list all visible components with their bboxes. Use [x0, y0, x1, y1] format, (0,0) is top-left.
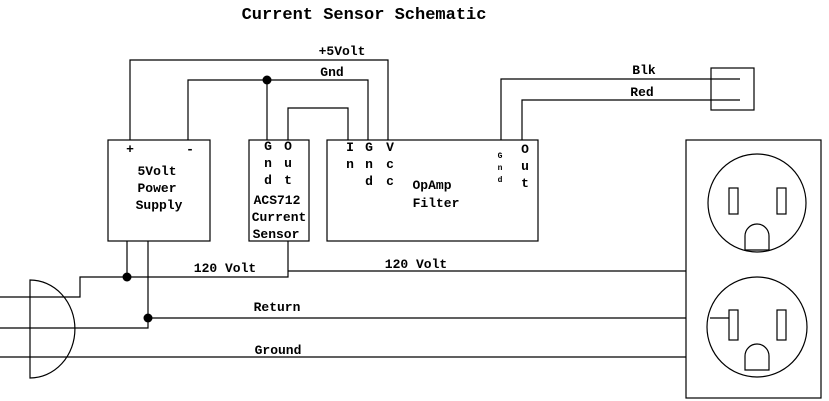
label-120v-right: 120 Volt — [385, 257, 447, 272]
sensor-pin-out-2: u — [284, 156, 292, 171]
label-120v-left: 120 Volt — [194, 261, 256, 276]
opamp-pin-vcc-1: V — [386, 140, 394, 155]
label-return: Return — [254, 300, 301, 315]
label-gnd: Gnd — [320, 65, 343, 80]
diagram-title: Current Sensor Schematic — [242, 6, 487, 25]
junction-gnd — [262, 75, 272, 85]
ps-minus-label: - — [186, 142, 194, 157]
opamp-pin-in-2: n — [346, 157, 354, 172]
sensor-pin-out-3: t — [284, 173, 292, 188]
sensor-line3: Sensor — [253, 227, 300, 242]
junction-120v — [122, 272, 132, 282]
sensor-pin-out-1: O — [284, 139, 292, 154]
ps-line3: Supply — [136, 198, 183, 213]
opamp-pin-out-1: O — [521, 142, 529, 157]
outlet-top-neutral-slot — [728, 187, 739, 215]
opamp-pin-vcc-3: c — [386, 174, 394, 189]
opamp-pin-out-3: t — [521, 176, 529, 191]
opamp-pin-gnd-3: d — [365, 174, 373, 189]
wire-gnd — [187, 79, 369, 140]
outlet-top-hot-slot — [776, 187, 787, 215]
outlet-bottom-neutral-slot — [728, 309, 739, 341]
ps-plus-label: + — [126, 142, 134, 157]
ps-line1: 5Volt — [137, 164, 176, 179]
label-red: Red — [630, 85, 653, 100]
label-plus5: +5Volt — [319, 44, 366, 59]
meter-box — [710, 67, 755, 111]
outlet-bottom-ground-hole — [744, 343, 770, 371]
sensor-line2: Current — [252, 210, 307, 225]
opamp-pin-gnd-small-1: G — [498, 152, 503, 161]
sensor-pin-gnd-3: d — [264, 173, 272, 188]
opamp-line1: OpAmp — [412, 178, 451, 193]
opamp-pin-gnd-1: G — [365, 140, 373, 155]
label-ground: Ground — [255, 343, 302, 358]
wire-red — [521, 99, 740, 140]
outlet-top-receptacle — [707, 153, 807, 253]
plug-icon — [29, 279, 76, 379]
sensor-line1: ACS712 — [254, 193, 301, 208]
junction-return — [143, 313, 153, 323]
meter-leads — [711, 78, 740, 101]
opamp-pin-out-2: u — [521, 159, 529, 174]
ps-line2: Power — [137, 181, 176, 196]
label-blk: Blk — [632, 63, 656, 78]
wire-plus5 — [129, 59, 389, 140]
opamp-pin-gnd-small-2: n — [498, 164, 503, 173]
outlet-top-ground-hole — [744, 223, 770, 251]
opamp-line2: Filter — [413, 196, 460, 211]
sensor-pin-gnd-1: G — [264, 139, 272, 154]
opamp-pin-gnd-2: n — [365, 157, 373, 172]
opamp-pin-vcc-2: c — [386, 157, 394, 172]
outlet-bottom-receptacle — [706, 276, 808, 378]
power-supply-box — [107, 139, 211, 242]
wire-120v-left — [0, 241, 289, 298]
wire-sensor-out-to-opamp-in — [287, 107, 349, 140]
sensor-pin-gnd-2: n — [264, 156, 272, 171]
wire-return — [0, 241, 730, 329]
opamp-pin-in-1: I — [346, 140, 354, 155]
sensor-box — [248, 139, 310, 242]
wire-blk — [500, 78, 740, 140]
outlet-bottom-hot-slot — [776, 309, 787, 341]
opamp-pin-gnd-small-3: d — [498, 176, 503, 185]
opamp-box — [326, 139, 539, 242]
